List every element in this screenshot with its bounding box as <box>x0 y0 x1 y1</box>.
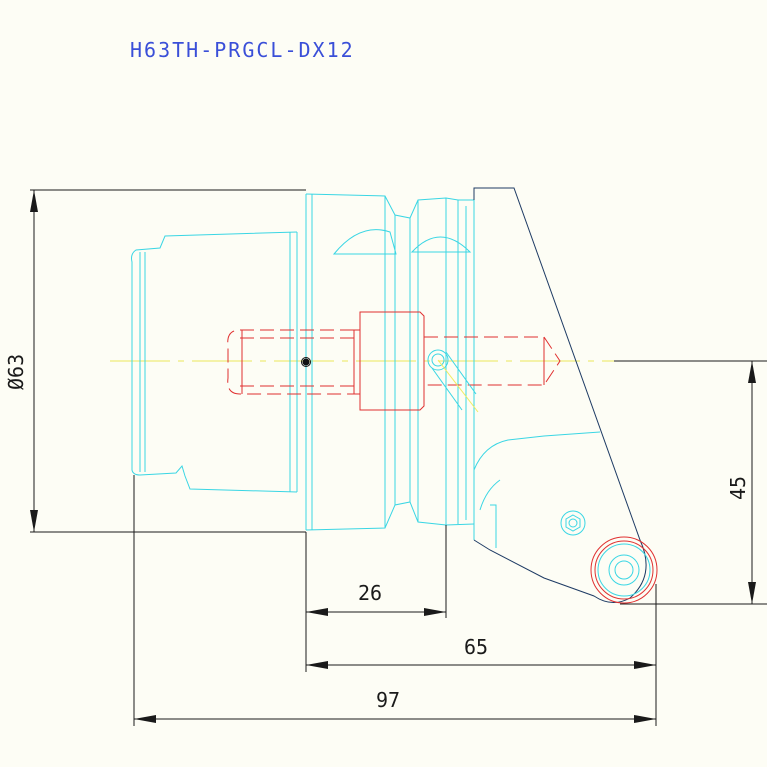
body-outline <box>305 193 601 548</box>
diameter-label: Ø63 <box>4 354 28 390</box>
cutting-head-outline <box>473 187 647 603</box>
hex-screw-icon <box>560 510 586 536</box>
locking-pin <box>427 349 479 413</box>
length-65-label: 65 <box>464 635 488 659</box>
center-marker <box>301 357 311 367</box>
drawing-title: H63TH-PRGCL-DX12 <box>130 38 355 62</box>
length-26-dimension: 26 <box>305 525 447 672</box>
length-26-label: 26 <box>358 581 382 605</box>
clamp-mechanism <box>227 311 561 411</box>
length-97-dimension: 97 <box>133 475 656 726</box>
shank-outline <box>131 231 298 493</box>
length-65-dimension: 65 <box>306 584 657 726</box>
length-97-label: 97 <box>376 688 400 712</box>
height-label: 45 <box>726 476 750 500</box>
height-dimension: 45 <box>614 360 767 605</box>
roller-icon <box>590 536 658 604</box>
diameter-dimension: Ø63 <box>4 189 306 533</box>
